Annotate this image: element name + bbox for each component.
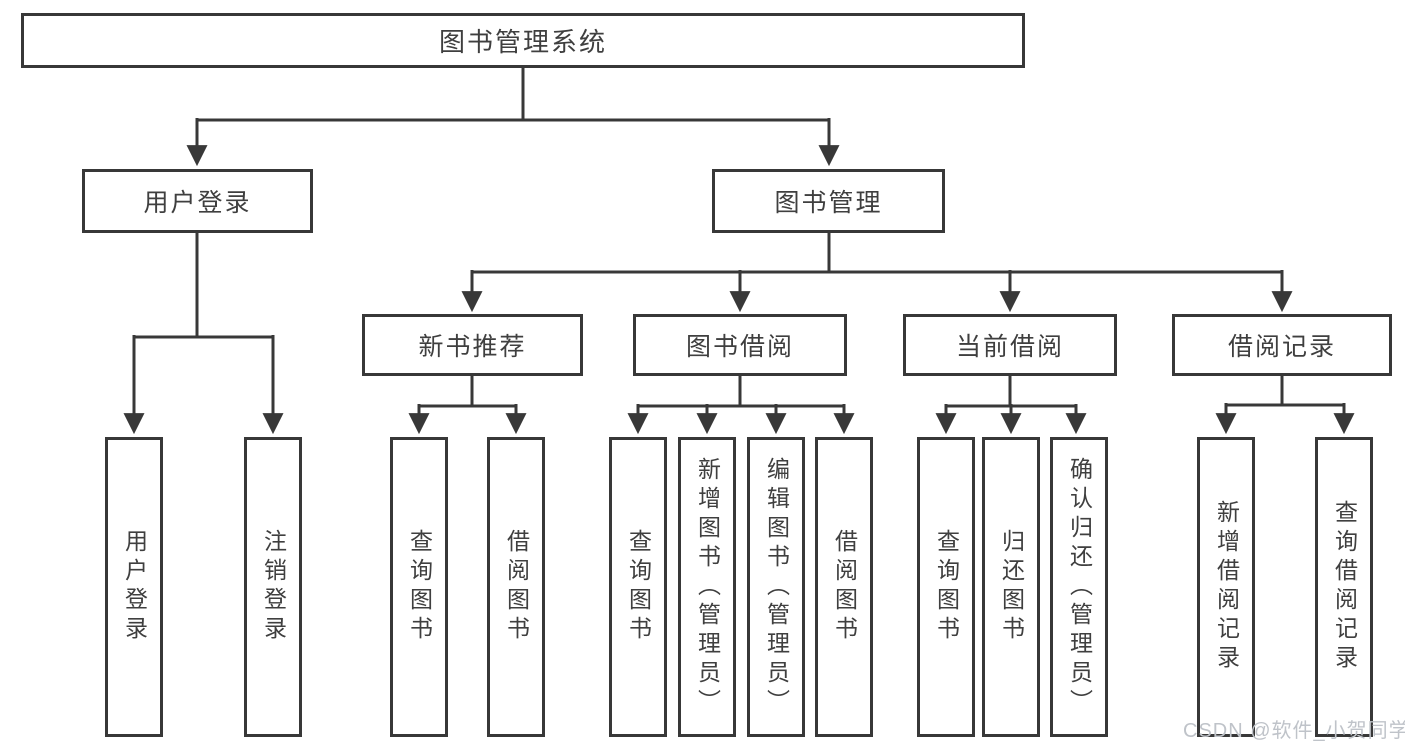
- node-label: 编辑图书（管理员）: [763, 456, 790, 718]
- node-label: 借阅图书: [831, 529, 858, 645]
- leaf-query-borrow-record: 查询借阅记录: [1315, 437, 1373, 737]
- node-label: 借阅记录: [1227, 333, 1336, 361]
- node-label: 注销登录: [260, 529, 287, 645]
- node-book-borrowing: 图书借阅: [633, 314, 847, 376]
- csdn-watermark: CSDN @软件_小贺同学: [1183, 720, 1405, 742]
- node-label: 新书推荐: [418, 333, 527, 361]
- node-label: 新增借阅记录: [1213, 500, 1240, 674]
- node-label: 归还图书: [998, 529, 1025, 645]
- node-label: 图书管理: [774, 189, 883, 217]
- leaf-return-books: 归还图书: [982, 437, 1040, 737]
- node-label: 查询图书: [933, 529, 960, 645]
- leaf-query-books-recommend: 查询图书: [390, 437, 448, 737]
- node-label: 查询图书: [406, 529, 433, 645]
- leaf-query-books-borrow: 查询图书: [609, 437, 667, 737]
- node-label: 当前借阅: [955, 333, 1064, 361]
- node-label: 用户登录: [143, 189, 252, 217]
- node-current-borrowing: 当前借阅: [903, 314, 1117, 376]
- node-label: 用户登录: [121, 529, 148, 645]
- leaf-user-login: 用户登录: [105, 437, 163, 737]
- node-label: 图书管理系统: [438, 27, 607, 57]
- leaf-query-books-current: 查询图书: [917, 437, 975, 737]
- node-label: 查询借阅记录: [1331, 500, 1358, 674]
- leaf-confirm-return-admin: 确认归还（管理员）: [1050, 437, 1108, 737]
- leaf-edit-books-admin: 编辑图书（管理员）: [747, 437, 805, 737]
- node-label: 确认归还（管理员）: [1066, 456, 1093, 718]
- leaf-logout: 注销登录: [244, 437, 302, 737]
- node-label: 图书借阅: [685, 333, 794, 361]
- node-label: 查询图书: [625, 529, 652, 645]
- node-user-login: 用户登录: [82, 169, 313, 233]
- node-label: 新增图书（管理员）: [694, 456, 721, 718]
- node-library-system-root: 图书管理系统: [21, 13, 1025, 68]
- node-book-management: 图书管理: [712, 169, 945, 233]
- leaf-borrow-books-recommend: 借阅图书: [487, 437, 545, 737]
- leaf-borrow-books: 借阅图书: [815, 437, 873, 737]
- node-new-book-recommendation: 新书推荐: [362, 314, 583, 376]
- node-borrowing-records: 借阅记录: [1172, 314, 1392, 376]
- leaf-add-books-admin: 新增图书（管理员）: [678, 437, 736, 737]
- leaf-add-borrow-record: 新增借阅记录: [1197, 437, 1255, 737]
- node-label: 借阅图书: [503, 529, 530, 645]
